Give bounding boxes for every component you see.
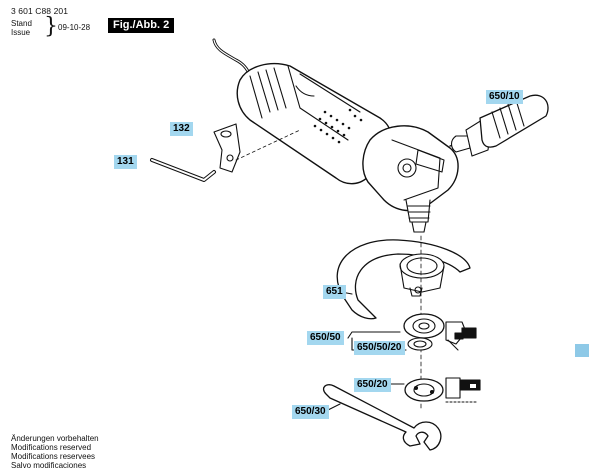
stand-label: Stand (11, 19, 32, 28)
label-650-50: 650/50 (307, 331, 344, 345)
label-651: 651 (323, 285, 346, 299)
footer-line: Salvo modificaciones (11, 461, 87, 470)
label-131: 131 (114, 155, 137, 169)
accessory-icon-2 (445, 377, 481, 403)
footer-notes: Änderungen vorbehalten Modifications res… (11, 434, 99, 470)
spanner-650-30 (322, 384, 442, 451)
label-650-30: 650/30 (292, 405, 329, 419)
auxiliary-handle (449, 94, 549, 157)
footer-line: Modifications reservees (11, 452, 96, 461)
label-650-50-20: 650/50/20 (354, 341, 405, 355)
angle-grinder-body (236, 62, 459, 233)
label-132: 132 (170, 122, 193, 136)
flange-650-50-20 (407, 337, 433, 351)
stand-issue-labels: Stand Issue (11, 19, 32, 37)
accessory-icon-1 (445, 321, 477, 351)
brace-symbol: } (44, 14, 58, 39)
issue-label: Issue (11, 28, 31, 37)
side-tab-marker (575, 344, 589, 357)
label-650-10: 650/10 (486, 90, 523, 104)
wheel-guard-651 (336, 239, 471, 320)
footer-line: Modifications reserved (11, 443, 92, 452)
issue-date: 09-10-28 (58, 23, 91, 32)
footer-line: Änderungen vorbehalten (11, 434, 99, 443)
part-number: 3 601 C88 201 (11, 6, 69, 16)
label-650-20: 650/20 (354, 378, 391, 392)
flange-650-50 (403, 313, 445, 339)
clamping-nut-650-20 (404, 378, 444, 402)
figure-label: Fig./Abb. 2 (108, 18, 175, 33)
bracket-132 (213, 123, 241, 173)
